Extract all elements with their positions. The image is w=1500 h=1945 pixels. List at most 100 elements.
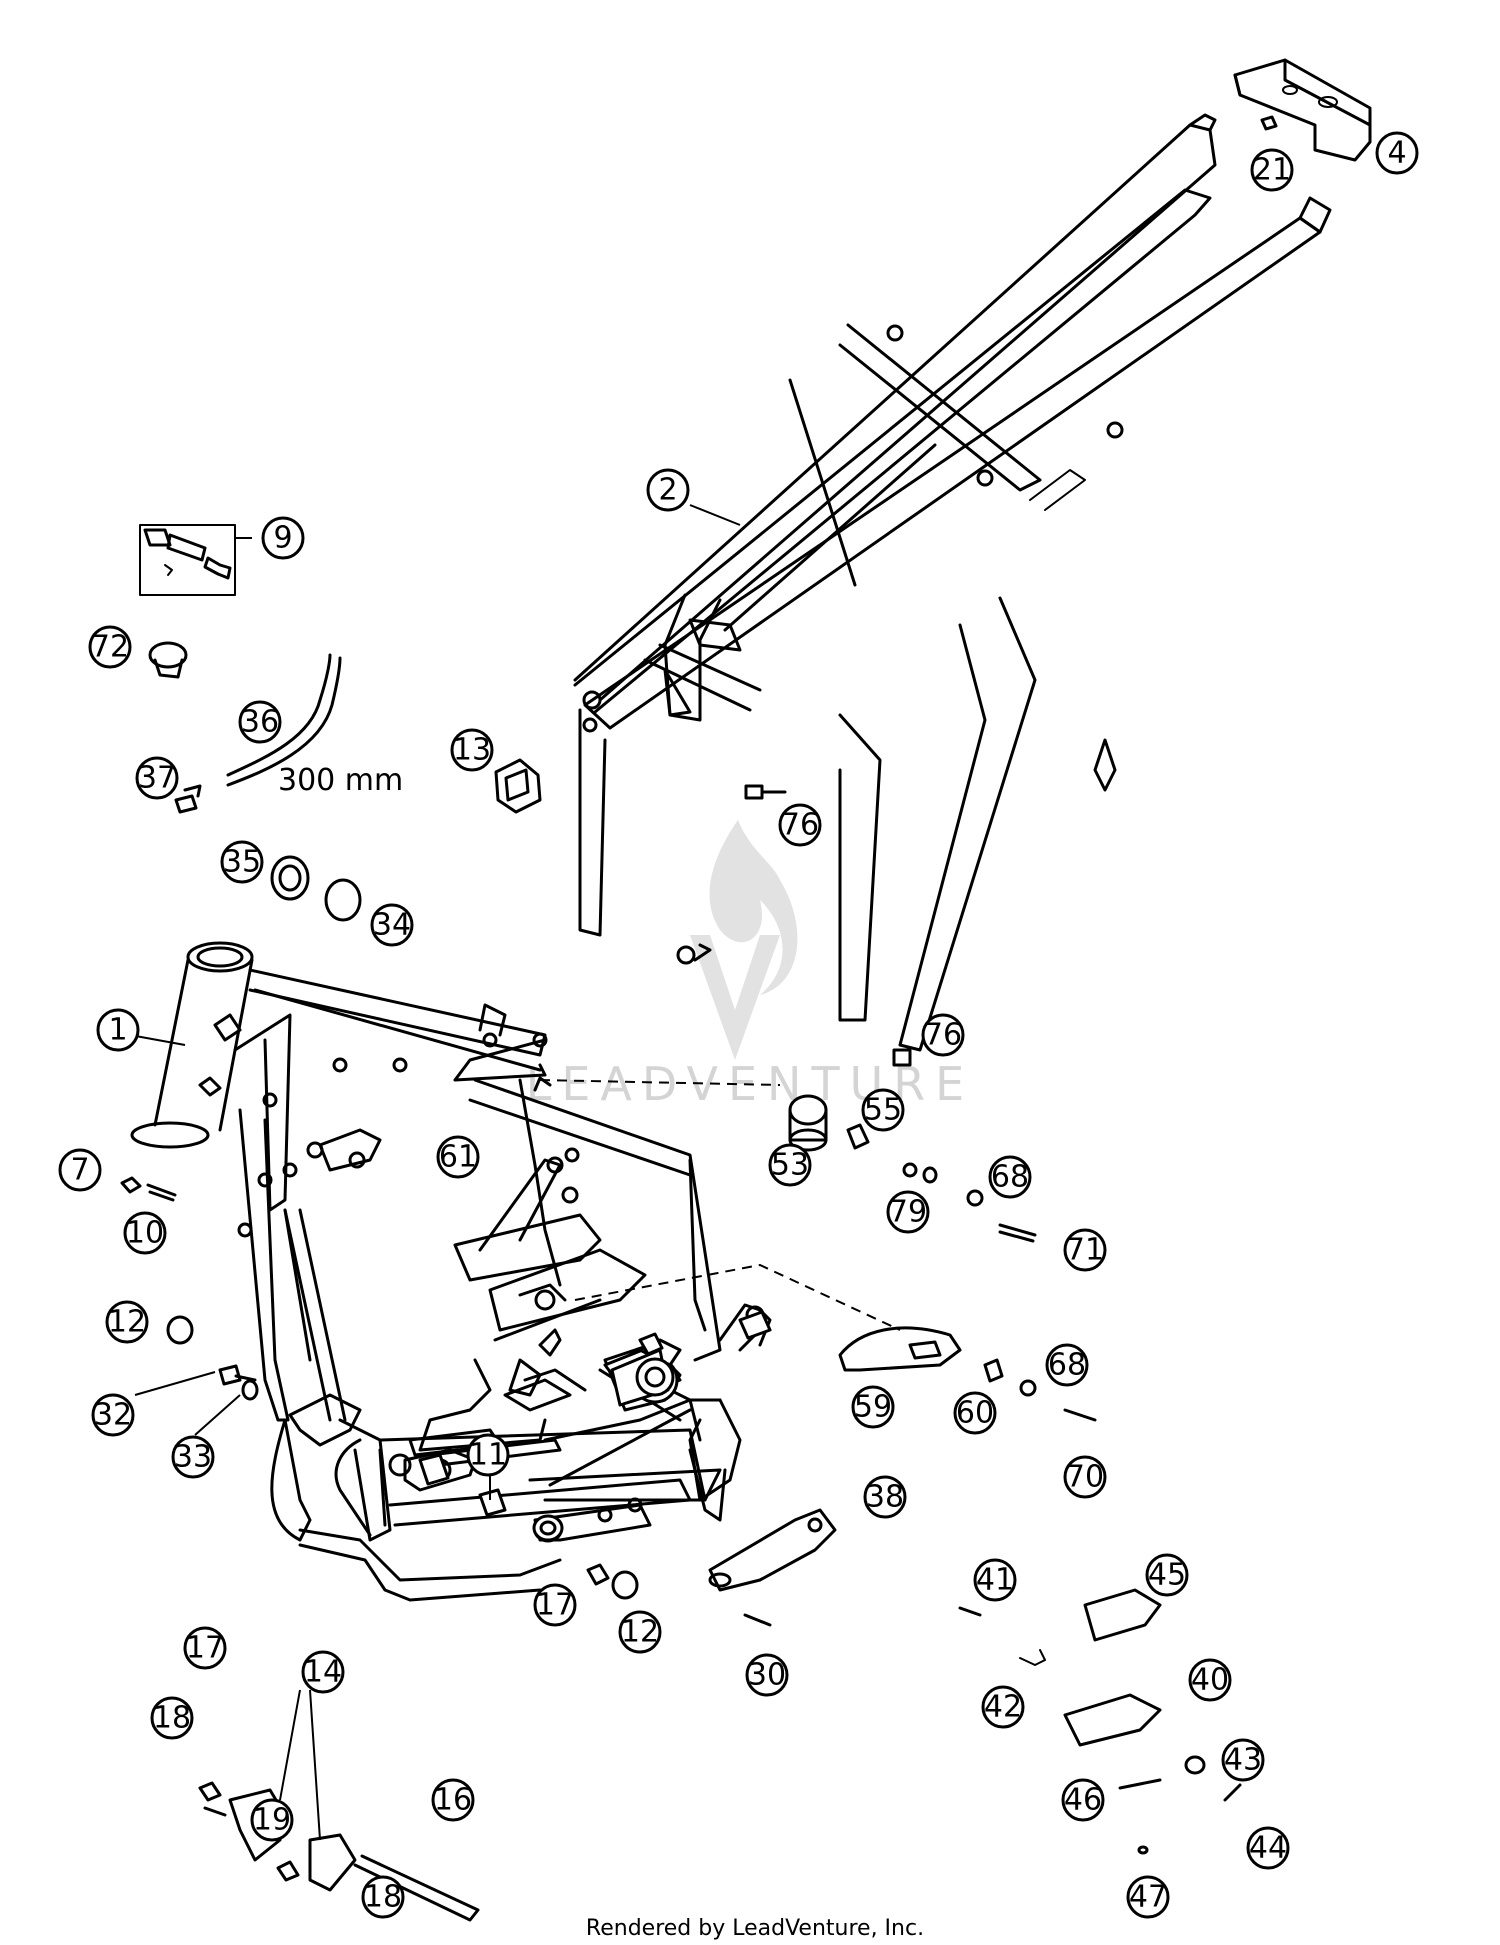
part-76-screw xyxy=(744,784,912,1067)
svg-text:18: 18 xyxy=(153,1701,191,1736)
callout-19: 19 xyxy=(250,1798,294,1842)
svg-text:18: 18 xyxy=(364,1880,402,1915)
svg-text:11: 11 xyxy=(469,1438,507,1473)
part-36-hose xyxy=(226,653,342,787)
part-2-subframe xyxy=(573,113,1332,1052)
svg-text:36: 36 xyxy=(241,705,279,740)
part-42-spring xyxy=(1019,1649,1046,1666)
callout-4: 4 xyxy=(1375,131,1419,175)
part-60-bushing xyxy=(983,1358,1004,1383)
part-30-bolt xyxy=(743,1613,772,1627)
watermark-v-icon xyxy=(690,935,780,1060)
callout-41: 41 xyxy=(973,1558,1017,1602)
svg-text:79: 79 xyxy=(889,1195,927,1230)
part-19-nut xyxy=(276,1860,300,1882)
svg-text:59: 59 xyxy=(854,1390,892,1425)
callout-47: 47 xyxy=(1126,1875,1170,1919)
part-55-bushing xyxy=(846,1123,870,1150)
callout-35: 35 xyxy=(220,840,264,884)
callout-16: 16 xyxy=(431,1778,475,1822)
callout-2: 2 xyxy=(646,468,690,512)
part-13-buffer xyxy=(494,758,542,814)
svg-text:61: 61 xyxy=(439,1140,477,1175)
callout-37: 37 xyxy=(135,756,179,800)
svg-text:70: 70 xyxy=(1066,1460,1104,1495)
part-4-bracket xyxy=(1233,58,1372,162)
part-41-pin xyxy=(958,1606,982,1617)
callout-72: 72 xyxy=(88,625,132,669)
callout-60: 60 xyxy=(953,1391,997,1435)
part-79-washer xyxy=(902,1162,938,1184)
callout-45: 45 xyxy=(1145,1553,1189,1597)
callout-79: 79 xyxy=(886,1190,930,1234)
part-17-nut xyxy=(198,1563,610,1802)
callout-40: 40 xyxy=(1188,1658,1232,1702)
part-16-bolt xyxy=(353,1854,480,1922)
reference-lines xyxy=(539,1079,901,1331)
callout-9: 9 xyxy=(261,516,305,560)
svg-text:2: 2 xyxy=(658,473,677,508)
part-7-nut xyxy=(120,1176,142,1194)
svg-text:53: 53 xyxy=(771,1148,809,1183)
svg-text:19: 19 xyxy=(253,1803,291,1838)
part-33-washer xyxy=(241,1379,259,1401)
callout-34: 34 xyxy=(370,903,414,947)
svg-text:40: 40 xyxy=(1191,1663,1229,1698)
callout-30: 30 xyxy=(745,1653,789,1697)
svg-text:76: 76 xyxy=(924,1018,962,1053)
part-21-screw xyxy=(1260,115,1278,131)
svg-text:14: 14 xyxy=(304,1655,342,1690)
svg-text:17: 17 xyxy=(536,1588,574,1623)
part-46-spring xyxy=(1118,1778,1162,1790)
svg-text:38: 38 xyxy=(866,1480,904,1515)
callout-36: 36 xyxy=(238,700,282,744)
callout-7: 7 xyxy=(58,1148,102,1192)
svg-text:10: 10 xyxy=(126,1216,164,1251)
watermark: LEADVENTURE xyxy=(526,820,964,1111)
part-12-spacer xyxy=(166,1315,639,1600)
part-40-footpeg xyxy=(1063,1693,1162,1747)
hose-length-label: 300 mm xyxy=(278,763,403,798)
callout-59: 59 xyxy=(851,1385,895,1429)
callout-18b: 18 xyxy=(361,1875,405,1919)
svg-text:34: 34 xyxy=(373,908,411,943)
part-47-washer xyxy=(1137,1845,1149,1855)
callout-leaders xyxy=(129,504,741,1841)
callout-46: 46 xyxy=(1061,1778,1105,1822)
callout-76b: 76 xyxy=(921,1013,965,1057)
callout-10: 10 xyxy=(123,1211,167,1255)
svg-text:72: 72 xyxy=(91,630,129,665)
part-59-bracket xyxy=(838,1326,962,1372)
part-10-bolt xyxy=(146,1183,177,1202)
callout-14: 14 xyxy=(301,1650,345,1694)
svg-text:37: 37 xyxy=(138,761,176,796)
svg-text:1: 1 xyxy=(108,1013,127,1048)
callout-21: 21 xyxy=(1250,148,1294,192)
callout-43: 43 xyxy=(1221,1738,1265,1782)
callout-38: 38 xyxy=(863,1475,907,1519)
callout-76a: 76 xyxy=(778,803,822,847)
svg-text:55: 55 xyxy=(864,1093,902,1128)
callout-42: 42 xyxy=(981,1685,1025,1729)
part-43-washer xyxy=(1184,1755,1206,1775)
callout-11: 11 xyxy=(466,1433,510,1477)
part-45-footpeg xyxy=(1083,1588,1162,1642)
part-11-bushing xyxy=(418,1453,507,1517)
svg-text:41: 41 xyxy=(976,1563,1014,1598)
callout-1: 1 xyxy=(96,1008,140,1052)
part-70-bolt xyxy=(1063,1408,1097,1422)
svg-text:60: 60 xyxy=(956,1396,994,1431)
svg-text:16: 16 xyxy=(434,1783,472,1818)
svg-text:21: 21 xyxy=(1253,153,1291,188)
svg-text:76: 76 xyxy=(781,808,819,843)
watermark-flame-icon xyxy=(709,820,798,995)
callout-12b: 12 xyxy=(618,1610,662,1654)
callout-17a: 17 xyxy=(533,1583,577,1627)
callout-33: 33 xyxy=(171,1435,215,1479)
svg-text:7: 7 xyxy=(70,1153,89,1188)
part-53-spacer xyxy=(788,1094,828,1152)
part-37-fitting xyxy=(174,784,202,814)
part-34-cap xyxy=(324,878,362,922)
part-72-grommet xyxy=(148,641,188,679)
